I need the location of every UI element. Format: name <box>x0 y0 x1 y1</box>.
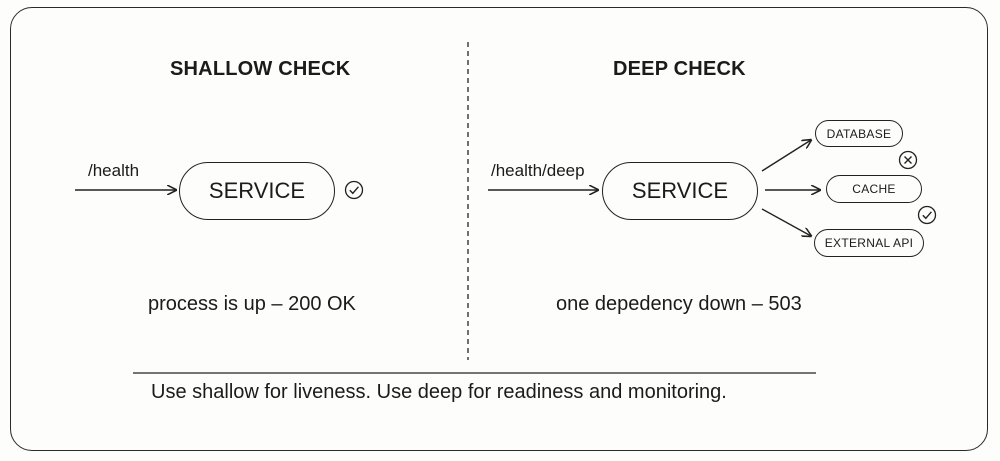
deep-service-node: SERVICE <box>602 162 758 220</box>
shallow-service-node: SERVICE <box>179 162 335 220</box>
dependency-label: CACHE <box>852 182 896 196</box>
check-circle-icon <box>344 180 364 200</box>
arrow-to-database <box>761 140 811 172</box>
dependency-label: DATABASE <box>826 126 892 141</box>
dependency-label: EXTERNAL API <box>824 236 914 250</box>
x-circle-icon <box>898 150 918 170</box>
deep-caption: one depedency down – 503 <box>556 293 802 315</box>
service-label: SERVICE <box>631 178 729 203</box>
dependency-external-api: EXTERNAL API <box>814 229 924 257</box>
arrow-to-external-api <box>761 208 811 236</box>
deep-check-title: DEEP CHECK <box>613 58 746 80</box>
shallow-caption: process is up – 200 OK <box>148 293 356 315</box>
dependency-database: DATABASE <box>815 120 903 147</box>
dependency-cache: CACHE <box>826 175 922 203</box>
shallow-check-title: SHALLOW CHECK <box>170 58 351 80</box>
footer-summary: Use shallow for liveness. Use deep for r… <box>151 381 727 403</box>
shallow-endpoint-label: /health <box>88 161 140 180</box>
deep-endpoint-label: /health/deep <box>491 161 585 180</box>
service-label: SERVICE <box>208 178 306 203</box>
check-circle-icon <box>917 205 937 225</box>
